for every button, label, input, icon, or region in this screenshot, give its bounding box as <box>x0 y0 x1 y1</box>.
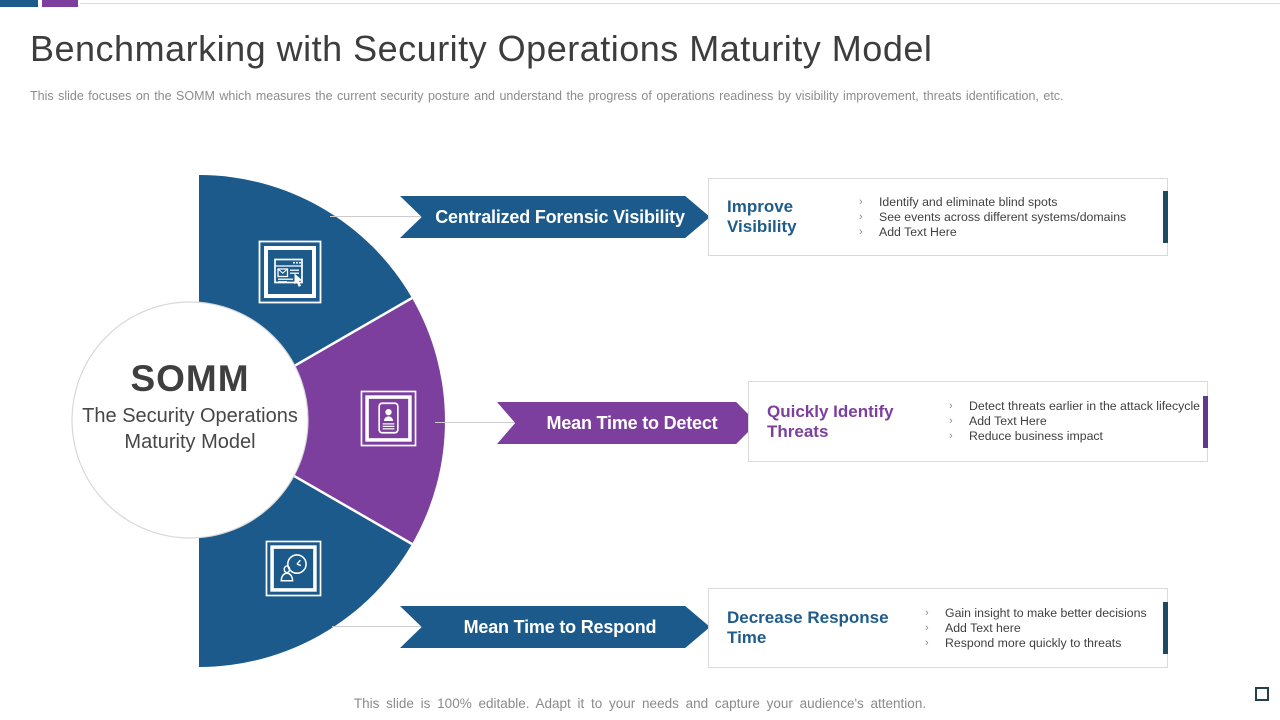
id-badge-icon <box>360 390 417 447</box>
chevron-bullet-icon: › <box>949 400 953 412</box>
connector-line-detect <box>435 422 515 423</box>
box-title: Decrease Response Time <box>727 608 889 647</box>
bullet-item: › Respond more quickly to threats <box>925 636 1147 651</box>
box-accent-bar <box>1163 191 1168 243</box>
bullet-text: Gain insight to make better decisions <box>945 605 1147 620</box>
bullet-text: Add Text Here <box>969 414 1047 428</box>
corner-square-decoration <box>1255 687 1269 701</box>
chevron-bullet-icon: › <box>925 621 929 634</box>
bullet-text: Add Text here <box>945 620 1021 635</box>
center-circle-label: SOMM The Security Operations Maturity Mo… <box>66 358 314 455</box>
chevron-bullet-icon: › <box>859 210 863 223</box>
bullet-text: Identify and eliminate blind spots <box>879 194 1058 209</box>
bullet-text: Reduce business impact <box>969 429 1103 443</box>
person-clock-icon <box>265 540 322 597</box>
bullet-text: Detect threats earlier in the attack lif… <box>969 399 1201 413</box>
editable-note: This slide is 100% editable. Adapt it to… <box>353 696 927 711</box>
box-title: Improve Visibility <box>727 197 797 236</box>
center-circle <box>71 301 309 539</box>
segment-detect <box>199 298 445 544</box>
browser-cursor-icon <box>258 240 322 304</box>
arrow-mean-time-to-detect: Mean Time to Detect <box>497 402 757 444</box>
maturity-semicircle-diagram <box>71 175 445 667</box>
bullet-item: › Add Text Here <box>859 225 1126 240</box>
bullet-item: › Detect threats earlier in the attack li… <box>949 399 1200 414</box>
bullet-item: › Gain insight to make better decisions <box>925 606 1147 621</box>
arrow-mean-time-to-respond: Mean Time to Respond <box>400 606 710 648</box>
top-divider-line <box>80 3 1280 4</box>
bullet-item: › Add Text here <box>925 621 1147 636</box>
somm-fullname-line1: The Security Operations <box>82 405 298 427</box>
info-box-quickly-identify-threats: Quickly Identify Threats › Detect threats… <box>748 381 1208 462</box>
topbar-accent-blue <box>0 0 38 7</box>
connector-line-respond <box>332 626 422 627</box>
bullet-item: › Identify and eliminate blind spots <box>859 195 1126 210</box>
connector-line-visibility <box>330 216 422 217</box>
bullet-item: › See events across different systems/dom… <box>859 210 1126 225</box>
info-box-decrease-response-time: Decrease Response Time › Gain insight to … <box>708 588 1168 668</box>
bullet-text: See events across different systems/doma… <box>879 209 1127 224</box>
bullet-text: Add Text Here <box>879 224 957 239</box>
arrow-label: Mean Time to Detect <box>546 412 718 433</box>
info-box-improve-visibility: Improve Visibility › Identify and elimina… <box>708 178 1168 256</box>
bullet-list: › Detect threats earlier in the attack li… <box>949 399 1200 444</box>
chevron-bullet-icon: › <box>925 606 929 619</box>
chevron-bullet-icon: › <box>925 636 929 649</box>
bullet-item: › Reduce business impact <box>949 429 1200 444</box>
topbar-accent-purple <box>42 0 78 7</box>
chevron-bullet-icon: › <box>859 225 863 238</box>
chevron-bullet-icon: › <box>949 415 953 427</box>
somm-acronym: SOMM <box>130 358 250 399</box>
somm-fullname-line2: Maturity Model <box>124 431 256 453</box>
page-title: Benchmarking with Security Operations Ma… <box>30 28 933 69</box>
bullet-item: › Add Text Here <box>949 414 1200 429</box>
arrow-label: Mean Time to Respond <box>463 616 657 637</box>
bullet-list: › Identify and eliminate blind spots › See… <box>859 195 1126 240</box>
chevron-bullet-icon: › <box>949 430 953 442</box>
box-title: Quickly Identify Threats <box>767 401 894 441</box>
box-accent-bar <box>1163 602 1168 654</box>
chevron-bullet-icon: › <box>859 195 863 208</box>
arrow-label: Centralized Forensic Visibility <box>435 206 685 227</box>
box-accent-bar <box>1203 395 1208 448</box>
bullet-text: Respond more quickly to threats <box>945 635 1122 650</box>
bullet-list: › Gain insight to make better decisions ›… <box>925 606 1147 651</box>
arrow-centralized-forensic-visibility: Centralized Forensic Visibility <box>400 196 710 238</box>
page-subtitle: This slide focuses on the SOMM which mea… <box>30 89 1064 103</box>
